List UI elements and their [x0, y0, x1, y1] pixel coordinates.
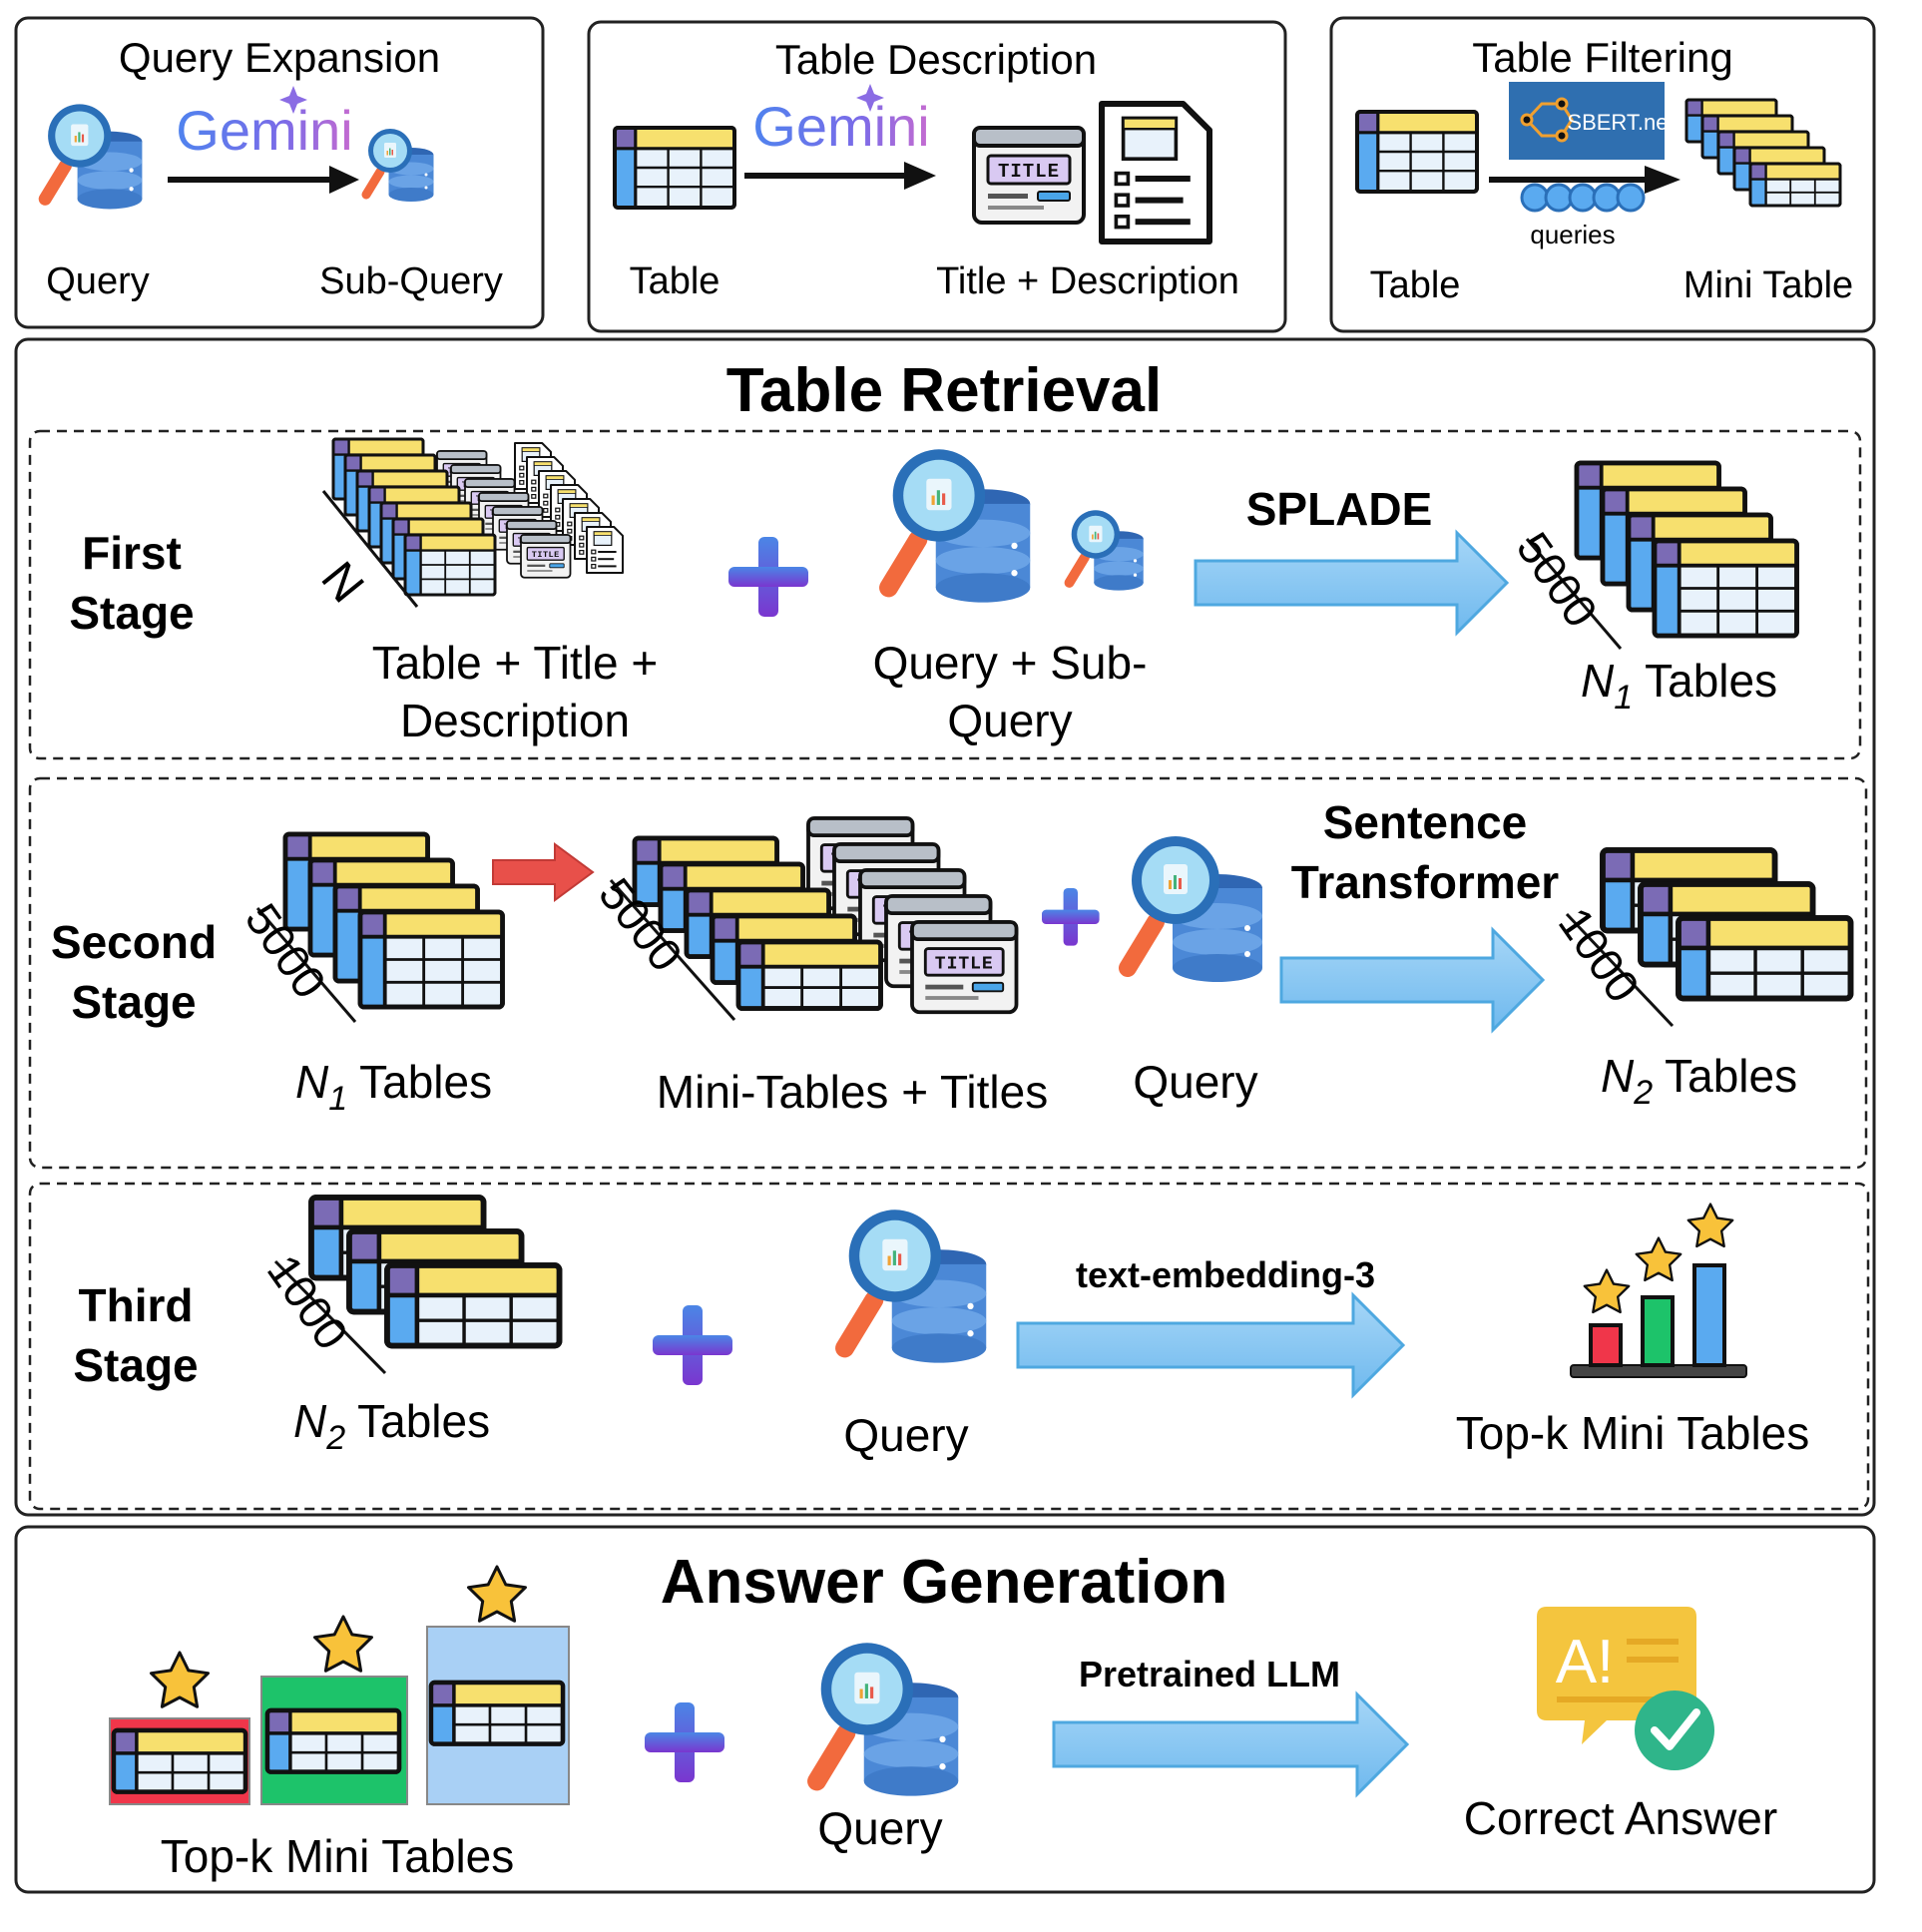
queries-label: queries: [1530, 220, 1615, 249]
second-stage-label-2: Stage: [71, 976, 196, 1028]
sentence-transformer-arrow: [1279, 926, 1546, 1034]
text-embedding-arrow: [1016, 1291, 1406, 1399]
title-card-icon: [972, 126, 1086, 225]
third-in-label: N2 Tables: [293, 1395, 490, 1457]
third-stage-label-1: Third: [79, 1279, 194, 1331]
first-query-label-1: Query + Sub-: [873, 637, 1148, 689]
pretrained-llm-label: Pretrained LLM: [1079, 1654, 1340, 1694]
query-label: Query: [46, 260, 149, 302]
description-arrow-head: [904, 162, 936, 190]
third-out-label: Top-k Mini Tables: [1456, 1407, 1810, 1459]
second-in-bracket: [255, 907, 357, 1023]
answer-tables-label: Top-k Mini Tables: [161, 1830, 515, 1882]
sbert-molecule-icon: [1520, 97, 1574, 143]
n2-tables-label: N2 Tables: [1601, 1050, 1797, 1112]
answer-generation-title: Answer Generation: [661, 1548, 1227, 1617]
filtering-arrow-head: [1645, 166, 1681, 194]
title-description-label: Title + Description: [936, 260, 1239, 302]
third-stage-label-2: Stage: [73, 1339, 198, 1391]
expansion-arrow-head: [329, 166, 359, 194]
table-retrieval-title: Table Retrieval: [726, 356, 1162, 425]
panel-query-expansion: [14, 16, 545, 329]
first-query-label-2: Query: [947, 695, 1072, 746]
mid-label: Mini-Tables + Titles: [657, 1066, 1048, 1118]
splade-arrow: [1194, 529, 1510, 637]
gemini-logo-1: Gemini: [176, 99, 352, 162]
ranked-bar-chart-icon: [1570, 1263, 1747, 1378]
subquery-label: Sub-Query: [319, 260, 503, 302]
first-stack-bracket: [321, 490, 419, 608]
red-mini-table-icon: [114, 1730, 245, 1792]
panel-table-filtering: [1329, 16, 1876, 333]
check-icon: [1635, 1690, 1714, 1770]
gemini-sparkle-icon-2: [856, 84, 884, 112]
panel-table-description: [587, 20, 1287, 333]
red-arrow: [492, 842, 595, 902]
mid-bracket: [609, 879, 736, 1021]
second-query-label: Query: [1133, 1056, 1257, 1108]
correct-answer-label: Correct Answer: [1464, 1792, 1777, 1844]
first-input-label-1: Table + Title +: [372, 637, 658, 689]
n1-bracket: [1525, 538, 1623, 650]
first-input-label-2: Description: [400, 695, 630, 746]
stacked-table-icon: [403, 533, 497, 597]
table-icon: [615, 128, 734, 208]
second-stage-box: [28, 776, 1868, 1170]
blue-mini-table-icon: [431, 1683, 563, 1744]
n2-bracket: [1565, 912, 1675, 1028]
gemini-logo-2: Gemini: [752, 95, 929, 158]
table-label: Table: [630, 260, 721, 302]
query-expansion-title: Query Expansion: [119, 34, 440, 81]
queries-icons: [1520, 183, 1646, 213]
sentence-transformer-label-1: Sentence: [1323, 796, 1528, 848]
filter-table-label: Table: [1370, 264, 1461, 306]
first-stage-label-2: Stage: [69, 587, 194, 639]
splade-label: SPLADE: [1246, 483, 1433, 535]
green-mini-table-icon: [267, 1710, 399, 1772]
table-filtering-title: Table Filtering: [1472, 34, 1732, 81]
n1-tables-label: N1 Tables: [1581, 655, 1777, 717]
document-icon: [1102, 104, 1209, 242]
first-stage-box: [28, 429, 1862, 760]
pretrained-llm-arrow: [1052, 1690, 1410, 1798]
gemini-sparkle-icon: [279, 86, 307, 114]
sbert-logo-text: SBERT.net: [1567, 110, 1674, 135]
filter-table-icon: [1357, 112, 1477, 192]
stacked-title-card-icon: [520, 534, 572, 579]
answer-query-label: Query: [817, 1802, 942, 1854]
second-in-label: N1 Tables: [295, 1056, 492, 1118]
sbert-logo: [1509, 82, 1665, 160]
stacked-document-icon: [585, 525, 625, 575]
table-description-title: Table Description: [775, 36, 1097, 83]
first-stage-label-1: First: [82, 527, 182, 579]
sentence-transformer-label-2: Transformer: [1291, 856, 1560, 908]
third-stage-box: [28, 1182, 1870, 1511]
svg-text:A!: A!: [1556, 1628, 1615, 1696]
third-query-label: Query: [843, 1409, 968, 1461]
third-in-bracket: [273, 1259, 387, 1375]
mini-table-label: Mini Table: [1683, 264, 1853, 306]
second-stage-label-1: Second: [51, 916, 217, 968]
text-embedding-label: text-embedding-3: [1076, 1254, 1375, 1295]
